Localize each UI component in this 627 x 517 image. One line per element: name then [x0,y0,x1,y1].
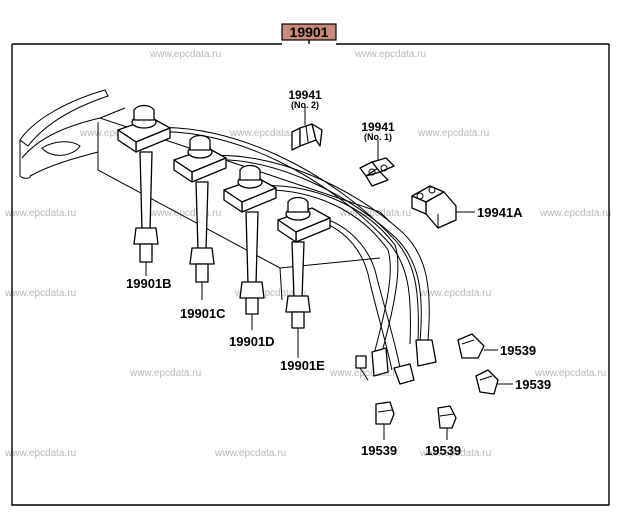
label-19901e: 19901E [280,358,325,373]
watermark: www.epcdata.ru [4,288,76,299]
watermark: www.epcdata.ru [354,49,426,60]
watermark: www.epcdata.ru [417,128,489,139]
wire-end-boots [355,339,437,385]
watermark: www.epcdata.ru [534,368,606,379]
watermark: www.epcdata.ru [419,448,491,459]
part-number-19901: 19901 [290,24,329,40]
label-19941a: 19941A [477,205,523,220]
watermark: www.epcdata.ru [234,288,306,299]
plug-cap-3 [223,164,277,315]
plug-cap-2 [173,134,227,283]
clamp-no2 [291,123,323,151]
watermark: www.epcdata.ru [539,208,611,219]
label-19539-3: 19539 [361,443,397,458]
watermark: www.epcdata.ru [79,128,151,139]
label-19901b: 19901B [126,276,172,291]
label-19941-no1-sub: (No. 1) [364,132,392,142]
watermark: www.epcdata.ru [339,208,411,219]
part-labels: 19941 (No. 2) 19941 (No. 1) 19941A 19901… [126,88,551,458]
watermark: www.epcdata.ru [129,368,201,379]
watermark: www.epcdata.ru [214,448,286,459]
ignition-wires [149,126,430,371]
plug-cap-1 [117,104,171,263]
watermark: www.epcdata.ru [4,448,76,459]
watermark: www.epcdata.ru [419,288,491,299]
boot-19539-d [437,405,457,429]
label-19941-no2: 19941 [288,88,322,102]
main-part-label[interactable]: 19901 [281,23,337,41]
label-19901c: 19901C [180,306,226,321]
label-19941-no1: 19941 [361,120,395,134]
label-19539-1: 19539 [500,343,536,358]
label-19901d: 19901D [229,334,275,349]
clamp-no1 [359,157,395,187]
watermarks: www.epcdata.ru www.epcdata.ru www.epcdat… [4,49,611,459]
plug-cap-4 [277,196,331,329]
cylinder-head [19,89,391,301]
highlight-box [281,23,337,41]
label-19539-2: 19539 [515,377,551,392]
watermark: www.epcdata.ru [149,208,221,219]
clamp-19941a [411,185,457,229]
leaders [145,105,513,440]
watermark: www.epcdata.ru [4,208,76,219]
watermark: www.epcdata.ru [229,128,301,139]
boot-19539-a [457,333,485,359]
watermark: www.epcdata.ru [149,49,221,60]
label-19539-4: 19539 [425,443,461,458]
boot-19539-c [375,401,395,425]
watermark: www.epcdata.ru [329,368,401,379]
boot-19539-b [475,369,499,395]
label-19941-no2-sub: (No. 2) [291,100,319,110]
